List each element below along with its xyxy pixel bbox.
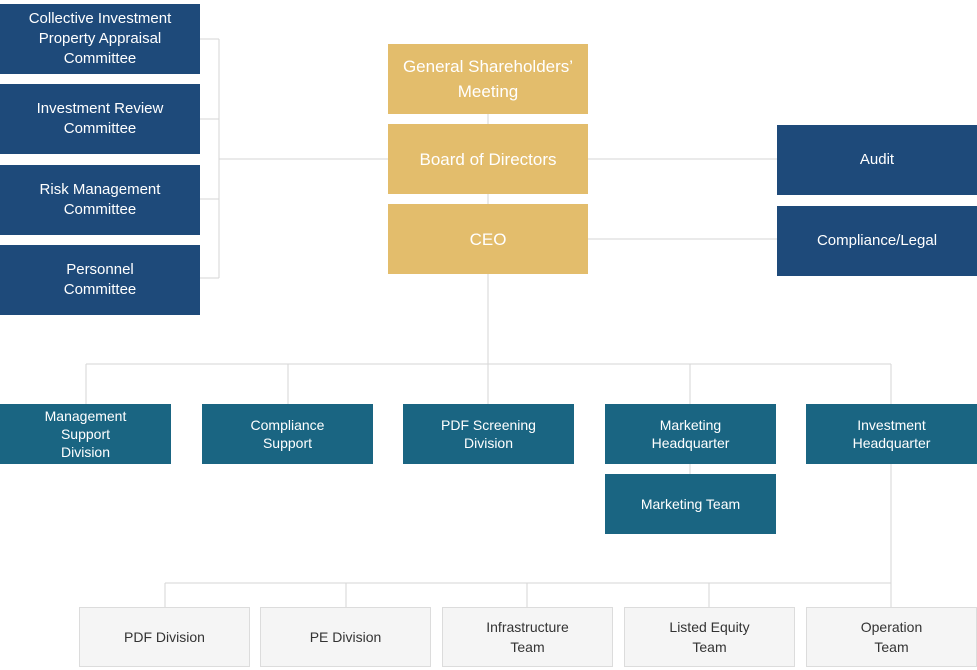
shareholders-meeting-label: General Shareholders’ Meeting: [402, 57, 574, 101]
team-label: PE Division: [309, 629, 382, 645]
dept-label: Compliance Support: [250, 417, 325, 451]
ceo-box: CEO: [388, 204, 588, 274]
committee-risk-management: Risk Management Committee: [0, 165, 200, 235]
team-operation: Operation Team: [806, 607, 977, 667]
dept-investment-headquarter: Investment Headquarter: [806, 404, 977, 464]
team-label: Infrastructure Team: [486, 619, 569, 655]
committee-label: Investment Review Committee: [36, 100, 164, 137]
committee-investment-review: Investment Review Committee: [0, 84, 200, 154]
team-label: Listed Equity Team: [669, 619, 750, 655]
board-of-directors-label: Board of Directors: [419, 149, 557, 169]
dept-marketing-headquarter: Marketing Headquarter: [605, 404, 776, 464]
team-label: PDF Division: [124, 629, 205, 645]
committee-label: Risk Management Committee: [39, 181, 161, 218]
marketing-team-box: Marketing Team: [605, 474, 776, 534]
team-listed-equity: Listed Equity Team: [624, 607, 795, 667]
dept-label: Management Support Division: [44, 408, 127, 460]
audit-box: Audit: [777, 125, 977, 195]
audit-label: Audit: [859, 151, 895, 168]
team-infrastructure: Infrastructure Team: [442, 607, 613, 667]
shareholders-meeting-box: General Shareholders’ Meeting: [388, 44, 588, 114]
team-pe-division: PE Division: [260, 607, 431, 667]
team-pdf-division: PDF Division: [79, 607, 250, 667]
ceo-label: CEO: [469, 229, 507, 249]
dept-management-support: Management Support Division: [0, 404, 171, 464]
compliance-legal-label: Compliance/Legal: [816, 232, 938, 249]
dept-label: Investment Headquarter: [852, 417, 931, 451]
dept-compliance-support: Compliance Support: [202, 404, 373, 464]
dept-label: Marketing Headquarter: [651, 417, 730, 451]
committee-label: Collective Investment Property Appraisal…: [28, 10, 172, 67]
team-label: Operation Team: [860, 619, 923, 655]
committee-personnel: Personnel Committee: [0, 245, 200, 315]
dept-label: PDF Screening Division: [441, 417, 536, 451]
board-of-directors-box: Board of Directors: [388, 124, 588, 194]
dept-pdf-screening: PDF Screening Division: [403, 404, 574, 464]
marketing-team-label: Marketing Team: [640, 496, 741, 512]
committee-label: Personnel Committee: [63, 261, 137, 298]
committee-collective-investment: Collective Investment Property Appraisal…: [0, 4, 200, 74]
compliance-legal-box: Compliance/Legal: [777, 206, 977, 276]
